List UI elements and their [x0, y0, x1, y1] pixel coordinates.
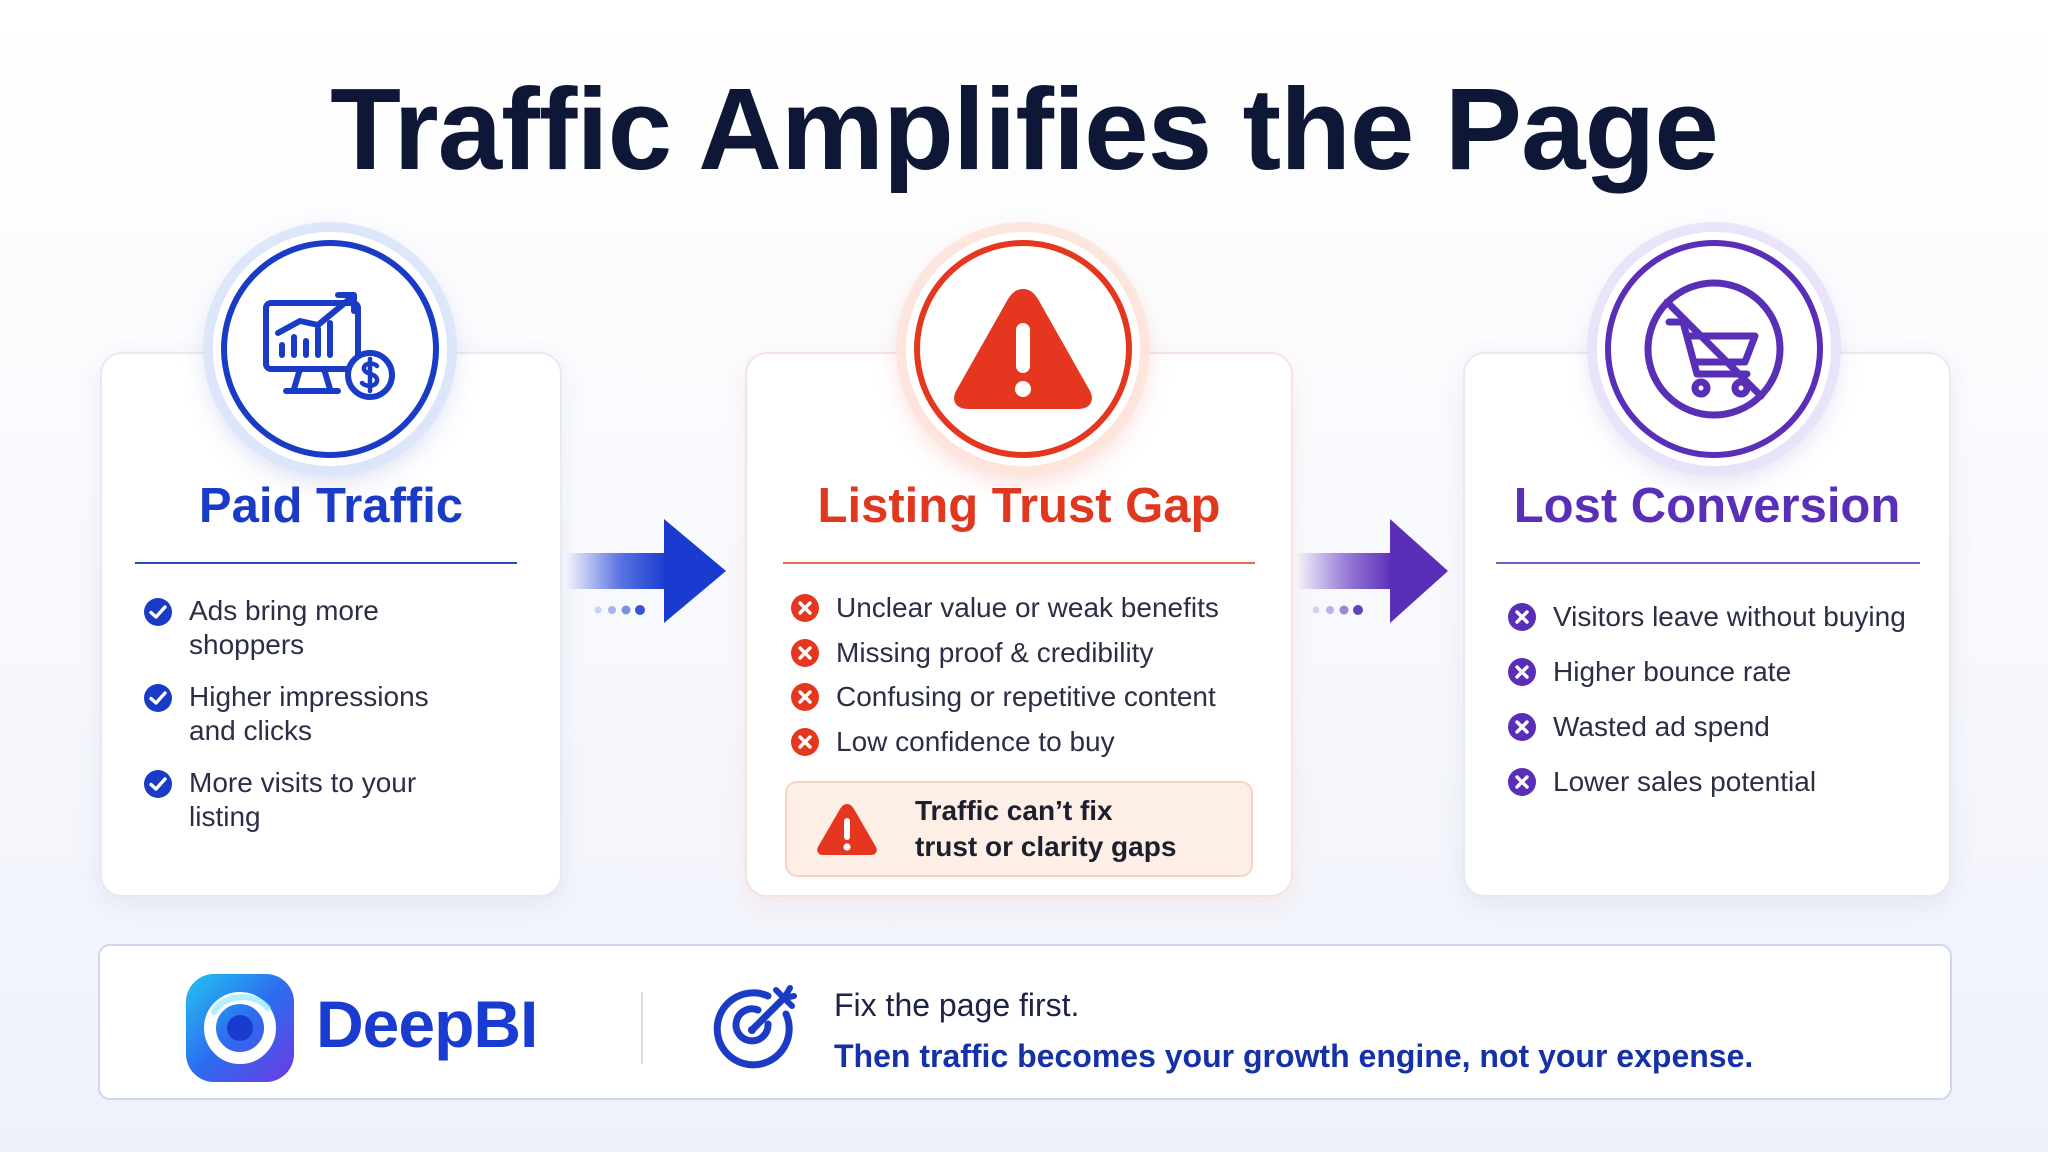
x-circle-icon	[1508, 768, 1536, 796]
footer-banner: DeepBI Fix the page first. Then traffic …	[98, 944, 1952, 1100]
trust-gap-callout: Traffic can’t fix trust or clarity gaps	[785, 781, 1253, 877]
x-circle-icon	[791, 638, 819, 667]
callout-line-2: trust or clarity gaps	[915, 831, 1177, 862]
paid-traffic-list: Ads bring more shoppers Higher impressio…	[143, 594, 543, 852]
check-circle-icon	[144, 684, 172, 712]
x-circle-icon	[791, 683, 819, 711]
list-item: Higher bounce rate	[1507, 654, 1947, 690]
warning-triangle-icon	[817, 804, 877, 855]
lost-conversion-heading: Lost Conversion	[1513, 479, 1901, 533]
list-item: Missing proof & credibility	[790, 635, 1270, 671]
x-circle-icon	[1508, 658, 1536, 686]
list-item: Wasted ad spend	[1507, 709, 1947, 745]
lost-conversion-divider	[1496, 562, 1920, 564]
x-circle-icon	[791, 594, 819, 622]
list-item: More visits to your listing	[143, 766, 543, 834]
target-icon	[713, 985, 797, 1069]
paid-traffic-divider	[135, 562, 517, 564]
traffic-chart-icon	[263, 292, 395, 400]
flow-arrow-icon	[1296, 519, 1448, 623]
list-item: Unclear value or weak benefits	[790, 590, 1270, 626]
trust-gap-list: Unclear value or weak benefits Missing p…	[790, 590, 1270, 768]
callout-line-1: Traffic can’t fix	[915, 795, 1113, 826]
trust-gap-heading: Listing Trust Gap	[817, 479, 1221, 533]
lost-conversion-list: Visitors leave without buying Higher bou…	[1507, 599, 1947, 819]
check-circle-icon	[144, 598, 172, 626]
check-circle-icon	[144, 770, 172, 798]
brand-name: DeepBI	[316, 987, 538, 1061]
list-item: Visitors leave without buying	[1507, 599, 1947, 635]
no-cart-icon	[1644, 279, 1784, 419]
warning-triangle-icon	[954, 289, 1092, 409]
deepbi-logo-icon	[186, 974, 294, 1082]
list-item: Confusing or repetitive content	[790, 679, 1270, 715]
flow-arrow-icon	[566, 519, 726, 623]
x-circle-icon	[1508, 603, 1536, 631]
x-circle-icon	[791, 727, 819, 756]
list-item: Low confidence to buy	[790, 724, 1270, 760]
trust-gap-badge	[906, 232, 1140, 466]
trust-gap-divider	[783, 562, 1255, 564]
paid-traffic-badge	[213, 232, 447, 466]
paid-traffic-heading: Paid Traffic	[198, 479, 464, 533]
list-item: Lower sales potential	[1507, 764, 1947, 800]
list-item: Ads bring more shoppers	[143, 594, 543, 662]
footer-message-line-1: Fix the page first.	[834, 987, 1080, 1023]
footer-message-line-2: Then traffic becomes your growth engine,…	[834, 1038, 1754, 1074]
footer-divider	[641, 992, 643, 1064]
list-item: Higher impressions and clicks	[143, 680, 543, 748]
page-title: Traffic Amplifies the Page	[330, 64, 1719, 194]
x-circle-icon	[1508, 713, 1536, 741]
lost-conversion-badge	[1597, 232, 1831, 466]
